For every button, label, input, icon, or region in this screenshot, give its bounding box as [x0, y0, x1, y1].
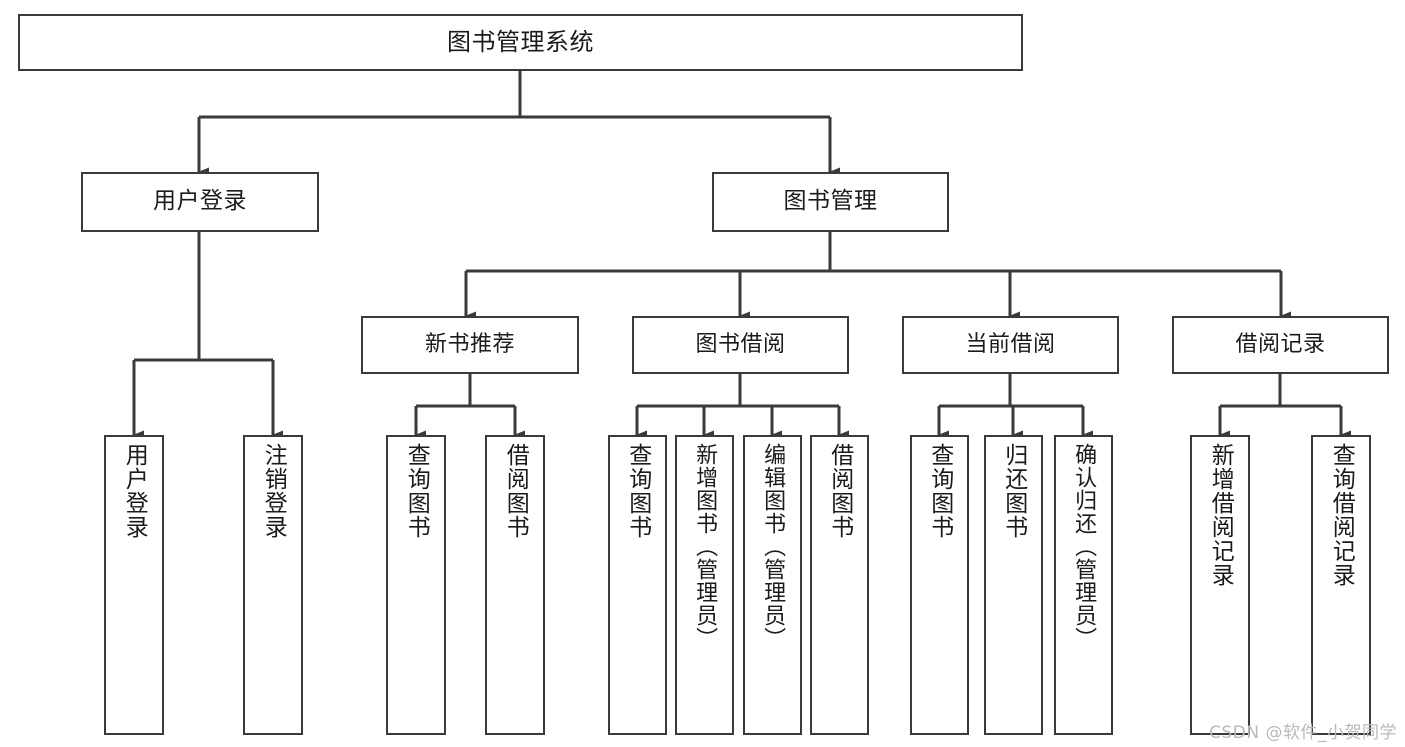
- node-user-login[interactable]: 用户登录: [81, 172, 319, 232]
- node-leaf-user-logout[interactable]: 注销登录: [243, 435, 303, 735]
- node-book-borrow[interactable]: 图书借阅: [632, 316, 849, 374]
- node-book-manage[interactable]: 图书管理: [712, 172, 949, 232]
- node-label-root: 图书管理系统: [447, 28, 594, 57]
- node-label-leaf-borrow-book-rec: 借阅图书: [502, 443, 529, 539]
- node-label-current-borrow: 当前借阅: [965, 332, 1056, 358]
- node-label-leaf-add-book-admin: 新增图书（管理员）: [692, 443, 718, 650]
- node-label-book-borrow: 图书借阅: [695, 332, 786, 358]
- node-label-leaf-return-book: 归还图书: [1000, 443, 1027, 539]
- node-root[interactable]: 图书管理系统: [18, 14, 1023, 71]
- node-label-leaf-confirm-return-admin: 确认归还（管理员）: [1071, 443, 1097, 650]
- node-label-leaf-edit-book-admin: 编辑图书（管理员）: [760, 443, 786, 650]
- node-new-book-recommend[interactable]: 新书推荐: [361, 316, 579, 374]
- node-borrow-record[interactable]: 借阅记录: [1172, 316, 1389, 374]
- node-leaf-query-book-cur[interactable]: 查询图书: [910, 435, 969, 735]
- node-leaf-borrow-book-rec[interactable]: 借阅图书: [485, 435, 545, 735]
- node-leaf-query-borrow-record[interactable]: 查询借阅记录: [1311, 435, 1371, 735]
- node-label-leaf-add-borrow-record: 新增借阅记录: [1207, 443, 1234, 587]
- node-leaf-borrow-book[interactable]: 借阅图书: [810, 435, 869, 735]
- node-label-leaf-user-logout: 注销登录: [260, 443, 287, 539]
- node-label-leaf-query-borrow-record: 查询借阅记录: [1328, 443, 1355, 587]
- node-label-leaf-query-book-borrow: 查询图书: [624, 443, 651, 539]
- node-current-borrow[interactable]: 当前借阅: [902, 316, 1119, 374]
- node-leaf-user-login[interactable]: 用户登录: [104, 435, 164, 735]
- node-leaf-query-book-rec[interactable]: 查询图书: [386, 435, 446, 735]
- node-leaf-return-book[interactable]: 归还图书: [984, 435, 1043, 735]
- node-label-leaf-borrow-book: 借阅图书: [826, 443, 853, 539]
- node-label-borrow-record: 借阅记录: [1235, 332, 1326, 358]
- node-label-book-manage: 图书管理: [783, 188, 878, 215]
- node-label-leaf-query-book-rec: 查询图书: [403, 443, 430, 539]
- node-label-leaf-query-book-cur: 查询图书: [926, 443, 953, 539]
- node-leaf-confirm-return-admin[interactable]: 确认归还（管理员）: [1054, 435, 1113, 735]
- node-label-leaf-user-login: 用户登录: [121, 443, 148, 539]
- node-leaf-add-book-admin[interactable]: 新增图书（管理员）: [675, 435, 734, 735]
- node-leaf-edit-book-admin[interactable]: 编辑图书（管理员）: [743, 435, 802, 735]
- node-leaf-add-borrow-record[interactable]: 新增借阅记录: [1190, 435, 1250, 735]
- node-label-new-book-recommend: 新书推荐: [424, 332, 515, 358]
- node-label-user-login: 用户登录: [153, 188, 247, 215]
- node-leaf-query-book-borrow[interactable]: 查询图书: [608, 435, 667, 735]
